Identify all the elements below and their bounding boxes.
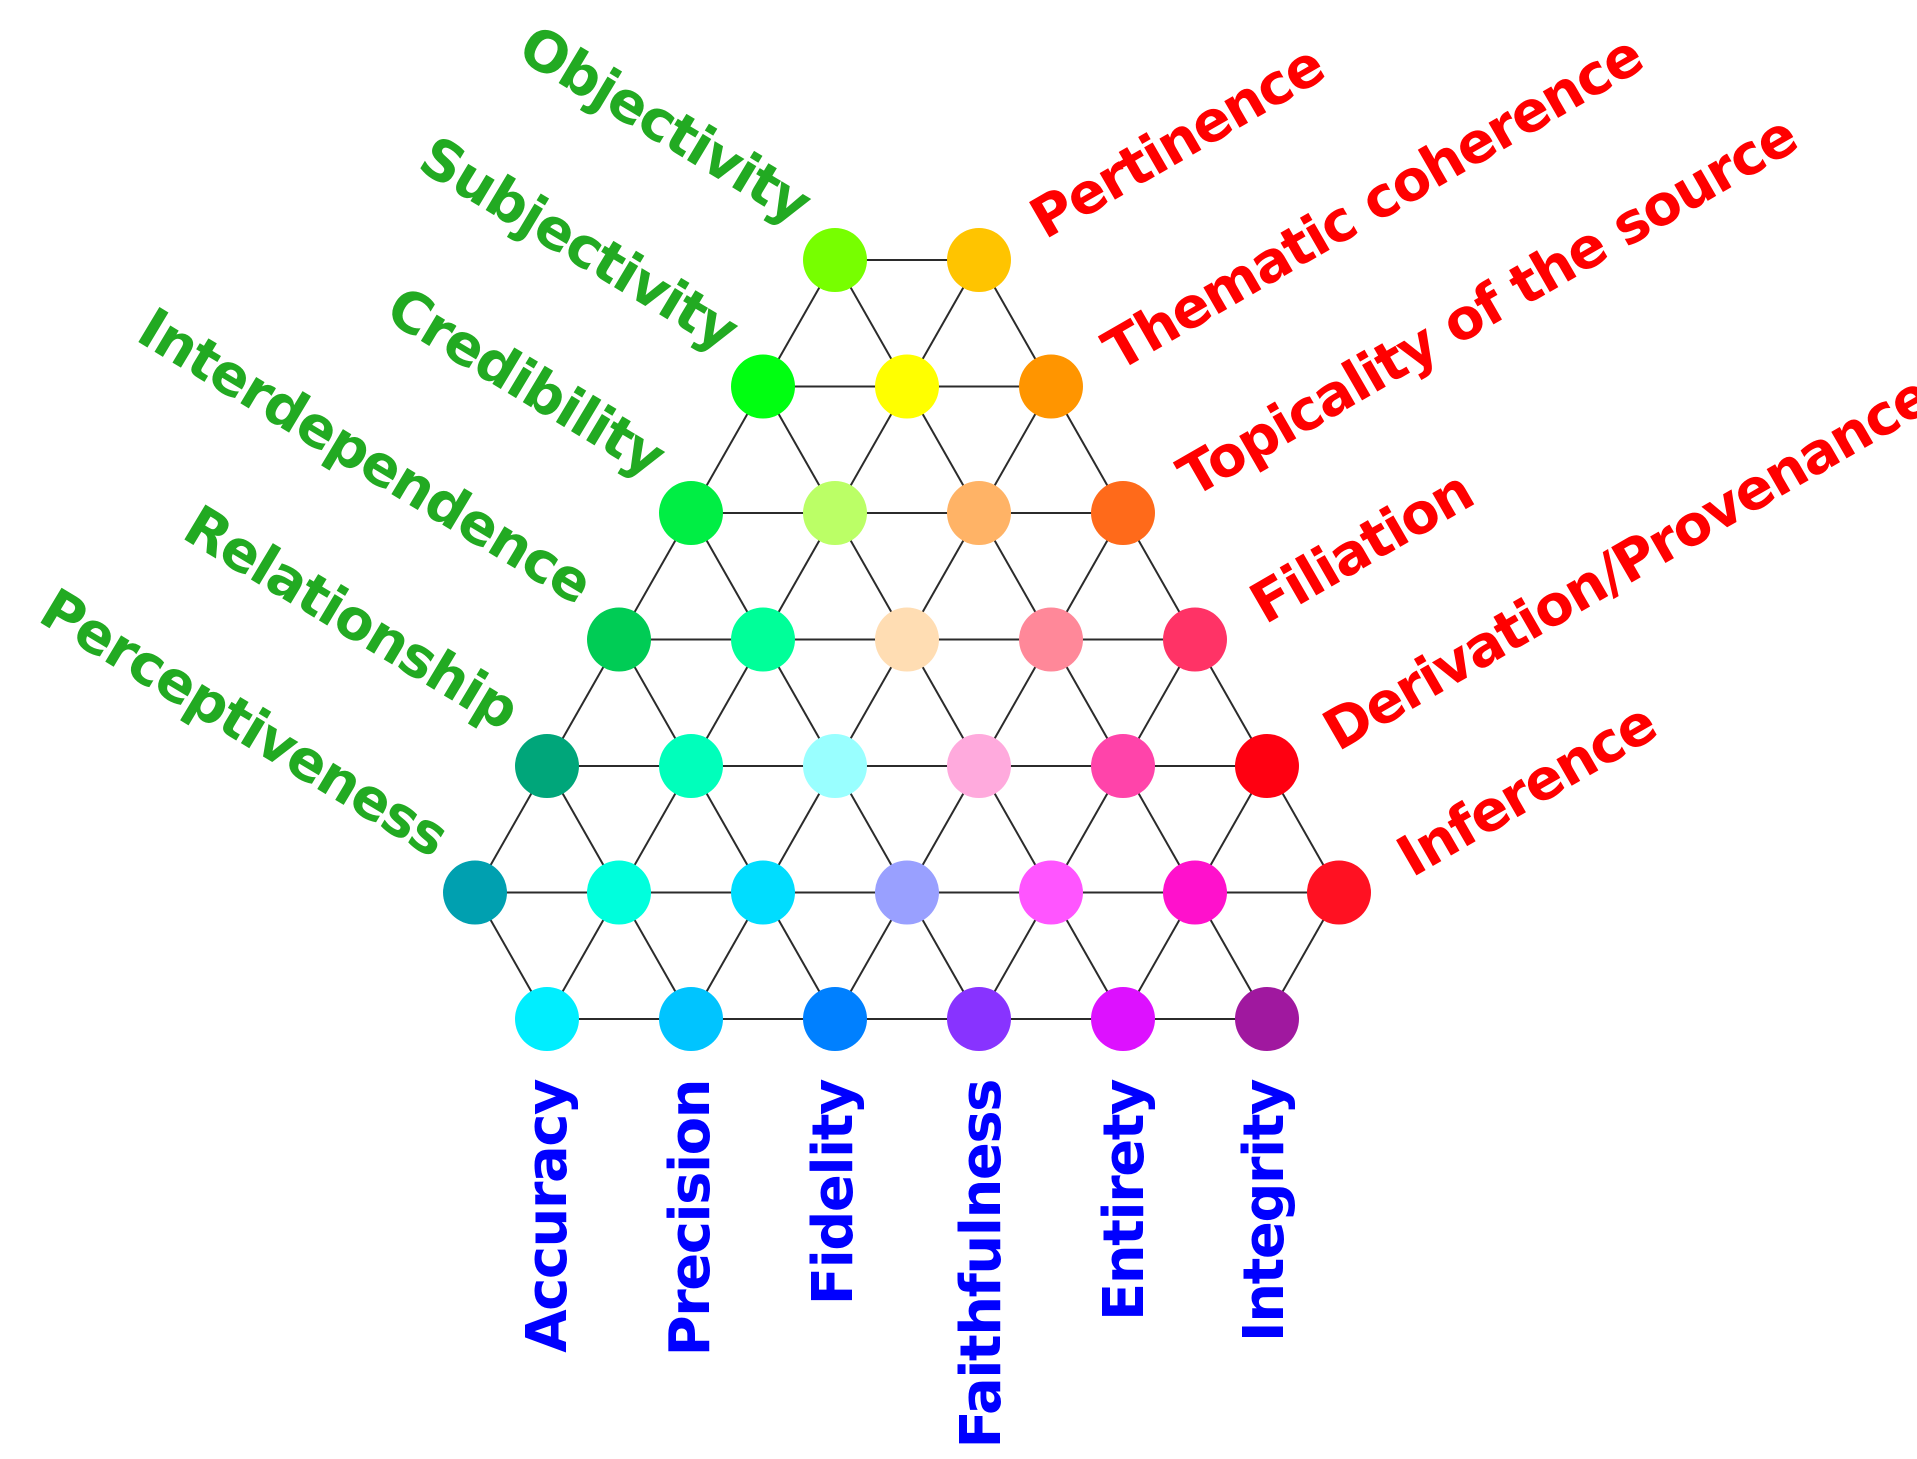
bottom-label: Fidelity	[801, 1079, 866, 1305]
bottom-label: Entirety	[1092, 1079, 1157, 1321]
bottom-label: Accuracy	[515, 1079, 580, 1353]
lattice-node	[1019, 607, 1083, 672]
right-label: Inference	[1387, 691, 1667, 890]
left-label: Interdependence	[127, 296, 603, 617]
lattice-node	[803, 987, 867, 1051]
lattice-node	[731, 354, 795, 419]
lattice-node	[443, 860, 507, 925]
lattice-node	[1235, 987, 1299, 1051]
lattice-node	[1163, 860, 1227, 925]
lattice-node	[803, 228, 867, 292]
lattice-node	[1019, 860, 1083, 925]
lattice-node	[1163, 607, 1227, 672]
lattice-node	[947, 228, 1011, 292]
lattice-node	[659, 987, 723, 1051]
lattice-node	[731, 860, 795, 925]
lattice-node	[1091, 987, 1155, 1051]
lattice-node	[875, 354, 939, 419]
right-label: Thematic coherence	[1093, 23, 1654, 384]
lattice-node	[587, 860, 651, 925]
lattice-node	[731, 607, 795, 672]
bottom-labels: Accuracy Precision Fidelity Faithfulness…	[515, 1079, 1297, 1449]
lattice-node	[1091, 481, 1155, 545]
lattice-node	[803, 734, 867, 798]
lattice-node	[1235, 734, 1299, 798]
lattice-node	[1019, 354, 1083, 419]
lattice-node	[515, 987, 579, 1051]
lattice-node	[875, 607, 939, 672]
lattice-node	[659, 481, 723, 545]
lattice-node	[947, 987, 1011, 1051]
lattice-nodes	[443, 228, 1371, 1051]
lattice-node	[587, 607, 651, 672]
lattice-node	[1091, 734, 1155, 798]
right-label: Filiation	[1240, 459, 1484, 638]
bottom-label: Faithfulness	[949, 1080, 1014, 1449]
bottom-label: Integrity	[1232, 1079, 1297, 1342]
lattice-node	[659, 734, 723, 798]
lattice-node	[875, 860, 939, 925]
lattice-node	[803, 481, 867, 545]
lattice-node	[515, 734, 579, 798]
lattice-node	[947, 734, 1011, 798]
bottom-label: Precision	[658, 1080, 723, 1356]
lattice-node	[1307, 860, 1371, 925]
lattice-node	[947, 481, 1011, 545]
